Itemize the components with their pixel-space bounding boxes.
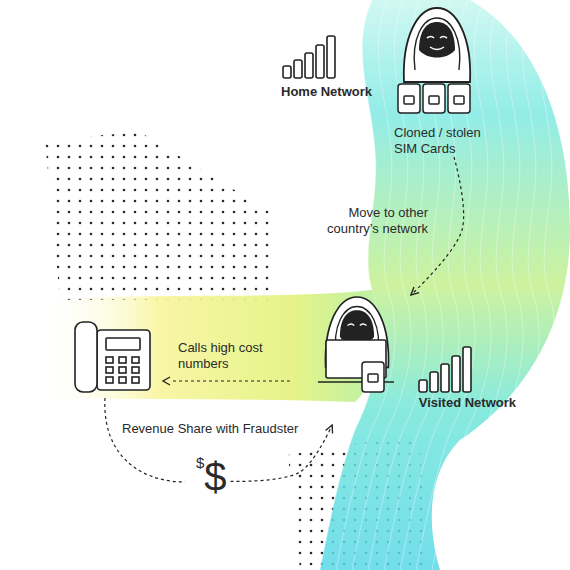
ribbon-texture [480,0,539,570]
large-dollar: $ [204,455,226,499]
signal-bars [419,347,471,392]
node-text: Cloned / stolen SIM Cards [394,125,494,157]
signal-bars [283,36,335,78]
sim-card [398,84,470,113]
flow-label: Revenue Share with Fraudster [122,421,298,437]
sim-card [362,362,384,392]
ribbon-texture [416,0,475,570]
flow-label: Calls high cost numbers [178,340,270,372]
edge-label: Move to other country’s network [306,205,428,237]
telephone-icon [75,322,150,392]
node-text: Visited Network [419,395,516,411]
visited-network-node: Visited Network [318,295,520,425]
money-symbol: $$ [192,455,231,499]
small-dollar: $ [196,455,204,471]
hacker-icon [404,8,470,82]
dot-field [45,132,275,300]
ribbon-texture [464,0,523,570]
network-label: Home Network [281,84,372,100]
sim-card-label: Cloned / stolen SIM Cards [394,125,494,157]
arrow-head [163,377,170,385]
node-text: Home Network [281,84,372,100]
ribbon-texture [496,0,555,570]
ribbon-texture [448,0,507,570]
